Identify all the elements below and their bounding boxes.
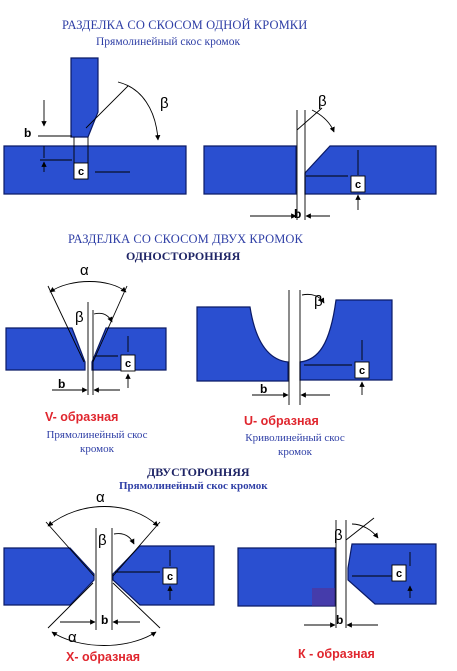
section1-title: РАЗДЕЛКА СО СКОСОМ ОДНОЙ КРОМКИ: [62, 18, 308, 32]
v-joint-caption: Прямолинейный скос кромок: [22, 428, 172, 456]
s1-left-vertical-plate: [70, 57, 99, 138]
s1-left-base-plate: [3, 145, 187, 195]
b-label-v: b: [58, 377, 65, 391]
k-gap: [336, 546, 346, 608]
v-joint-label: V- образная: [45, 410, 119, 424]
beta-u: β: [314, 293, 323, 310]
beta-k: β: [334, 527, 343, 544]
b-label-x: b: [101, 613, 108, 627]
k-edge-shade: [312, 588, 335, 606]
c-label-s1-left: c: [78, 166, 84, 178]
s1-right-plate-left: [203, 145, 297, 195]
b-label-k: b: [336, 613, 343, 627]
u-joint-label: U- образная: [244, 414, 319, 428]
u-plate-left: [196, 306, 289, 382]
c-box-u: [354, 361, 370, 379]
section3-title: ДВУСТОРОННЯЯ: [147, 465, 250, 479]
c-label-v: c: [125, 358, 131, 370]
b-label-s1-left: b: [24, 126, 31, 140]
c-box-v: [120, 354, 136, 372]
u-caption-line2: кромок: [278, 446, 312, 458]
u-joint-caption: Криволинейный скос кромок: [225, 431, 365, 459]
section2-subtitle: ОДНОСТОРОННЯЯ: [126, 249, 241, 263]
x-plate-left: [3, 547, 95, 606]
v-plate-left: [5, 327, 86, 371]
c-label-u: c: [359, 365, 365, 377]
c-box-s1-left: [73, 162, 89, 180]
beta-x: β: [98, 532, 107, 549]
u-plate-right: [299, 299, 393, 381]
c-label-k: c: [396, 568, 402, 580]
c-label-s1-right: c: [355, 179, 361, 191]
section2-title: РАЗДЕЛКА СО СКОСОМ ДВУХ КРОМОК: [68, 232, 303, 246]
beta-v: β: [75, 309, 84, 326]
beta-s1-right: β: [318, 93, 327, 110]
v-caption-line1: Прямолинейный скос: [46, 429, 148, 441]
c-box-k: [391, 564, 407, 582]
c-box-x: [162, 567, 178, 585]
v-caption-line2: кромок: [80, 443, 114, 455]
b-label-s1-right: b: [294, 207, 301, 221]
k-joint-label: К - образная: [298, 647, 375, 661]
beta-s1-left: β: [160, 95, 169, 112]
alpha-v: α: [80, 262, 89, 279]
b-label-u: b: [260, 382, 267, 396]
alpha-x-top: α: [96, 489, 105, 506]
c-label-x: c: [167, 571, 173, 583]
c-box-s1-right: [350, 175, 366, 193]
alpha-x-bottom: α: [68, 629, 77, 646]
section1-subtitle: Прямолинейный скос кромок: [96, 36, 241, 48]
s1-right-plate-right: [304, 145, 437, 195]
x-joint-label: Х- образная: [66, 650, 141, 664]
section3-subtitle: Прямолинейный скос кромок: [119, 480, 268, 492]
u-caption-line1: Криволинейный скос: [245, 432, 345, 444]
